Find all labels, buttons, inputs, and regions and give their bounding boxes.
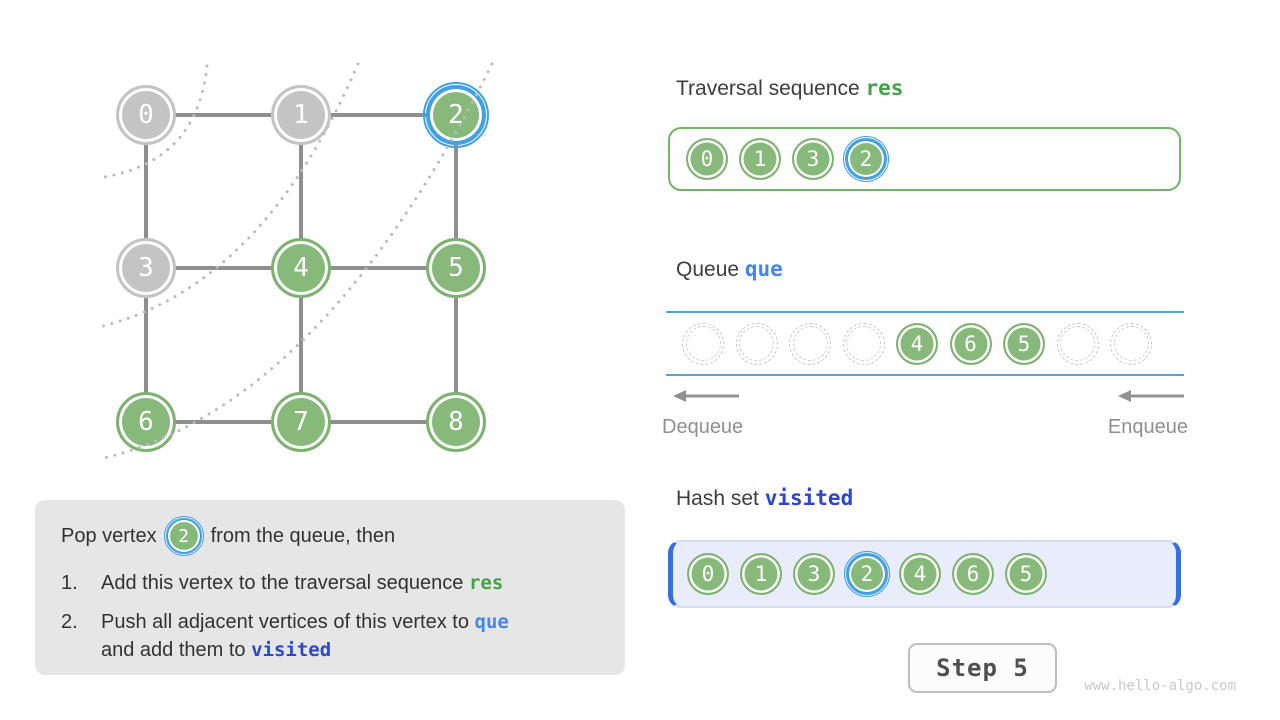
explanation-box: Pop vertex 2 from the queue, then 1. Add… — [35, 500, 625, 675]
step-2-line1-body: Push all adjacent vertices of this verte… — [101, 611, 475, 633]
graph-vertex-2: 2 — [423, 82, 489, 148]
step-2-line-1: Push all adjacent vertices of this verte… — [101, 608, 509, 636]
hashset-circle: 4 — [899, 553, 941, 595]
graph-vertex-0: 0 — [116, 85, 176, 145]
watermark: www.hello-algo.com — [1084, 678, 1236, 694]
step-1-text: Add this vertex to the traversal sequenc… — [101, 569, 503, 597]
queue-slot — [789, 322, 831, 365]
step-counter-button[interactable]: Step 5 — [908, 643, 1057, 693]
queue-slot: 4 — [896, 322, 938, 365]
intro-vertex-badge: 2 — [163, 516, 204, 556]
queue-slot: 5 — [1003, 322, 1045, 365]
intro-suffix-text: from the queue, then — [210, 524, 396, 547]
hashset-circle: 1 — [740, 553, 782, 595]
traversal-sequence-circle: 3 — [792, 138, 834, 180]
step-2-text: Push all adjacent vertices of this verte… — [101, 608, 509, 664]
queue-section-title: Queue que — [676, 257, 783, 282]
traversal-sequence-circle: 0 — [686, 138, 728, 180]
step-2-line2-body: and add them to — [101, 639, 252, 661]
graph-vertex-6: 6 — [116, 392, 176, 452]
hashset-circle: 5 — [1005, 553, 1047, 595]
hashset-circle: 3 — [793, 553, 835, 595]
step-2-visited-code: visited — [251, 639, 332, 661]
hashset-section-title: Hash set visited — [676, 486, 853, 511]
graph-vertex-5: 5 — [426, 238, 486, 298]
queue-slot — [1056, 322, 1099, 365]
enqueue-label: Enqueue — [1107, 416, 1188, 438]
queue-slot — [842, 322, 885, 365]
graph-vertex-7: 7 — [271, 392, 331, 452]
queue-slot — [682, 322, 724, 365]
dequeue-label: Dequeue — [662, 416, 744, 438]
explanation-step-1: 1. Add this vertex to the traversal sequ… — [61, 569, 599, 597]
step-1-text-body: Add this vertex to the traversal sequenc… — [101, 572, 469, 594]
dequeue-arrow-icon — [673, 390, 739, 402]
res-code-label: res — [865, 76, 904, 100]
hashset-title-text: Hash set — [676, 487, 765, 510]
step-2-que-code: que — [474, 611, 509, 633]
enqueue-arrow-icon — [1118, 390, 1184, 402]
traversal-section-title: Traversal sequence res — [676, 76, 903, 101]
graph-vertex-8: 8 — [426, 392, 486, 452]
step-2-line-2: and add them to visited — [101, 636, 509, 664]
step-1-number: 1. — [61, 572, 78, 594]
graph-vertex-3: 3 — [116, 238, 176, 298]
hashset-circle: 2 — [844, 551, 890, 597]
visited-code-label: visited — [764, 486, 854, 510]
traversal-title-text: Traversal sequence — [676, 77, 866, 100]
hashset-circle: 6 — [952, 553, 994, 595]
graph-vertex-4: 4 — [271, 238, 331, 298]
queue-slot — [735, 322, 778, 365]
queue-title-text: Queue — [676, 258, 745, 281]
graph-canvas: 0 1 2 3 4 5 6 7 8 — [0, 0, 640, 500]
explanation-step-2: 2. Push all adjacent vertices of this ve… — [61, 608, 599, 664]
traversal-sequence-circle: 1 — [739, 138, 781, 180]
queue-slot: 6 — [949, 322, 992, 365]
graph-vertex-1: 1 — [271, 85, 331, 145]
traversal-sequence-circle: 2 — [843, 136, 889, 182]
que-code-label: que — [744, 257, 783, 281]
step-2-number: 2. — [61, 611, 78, 633]
intro-prefix-text: Pop vertex — [61, 524, 157, 547]
hashset-circle: 0 — [687, 553, 729, 595]
step-1-res-code: res — [468, 572, 504, 594]
queue-slot — [1110, 322, 1152, 365]
graph-vertices: 0 1 2 3 4 5 6 7 8 — [0, 0, 640, 500]
explanation-intro: Pop vertex 2 from the queue, then — [61, 516, 599, 556]
